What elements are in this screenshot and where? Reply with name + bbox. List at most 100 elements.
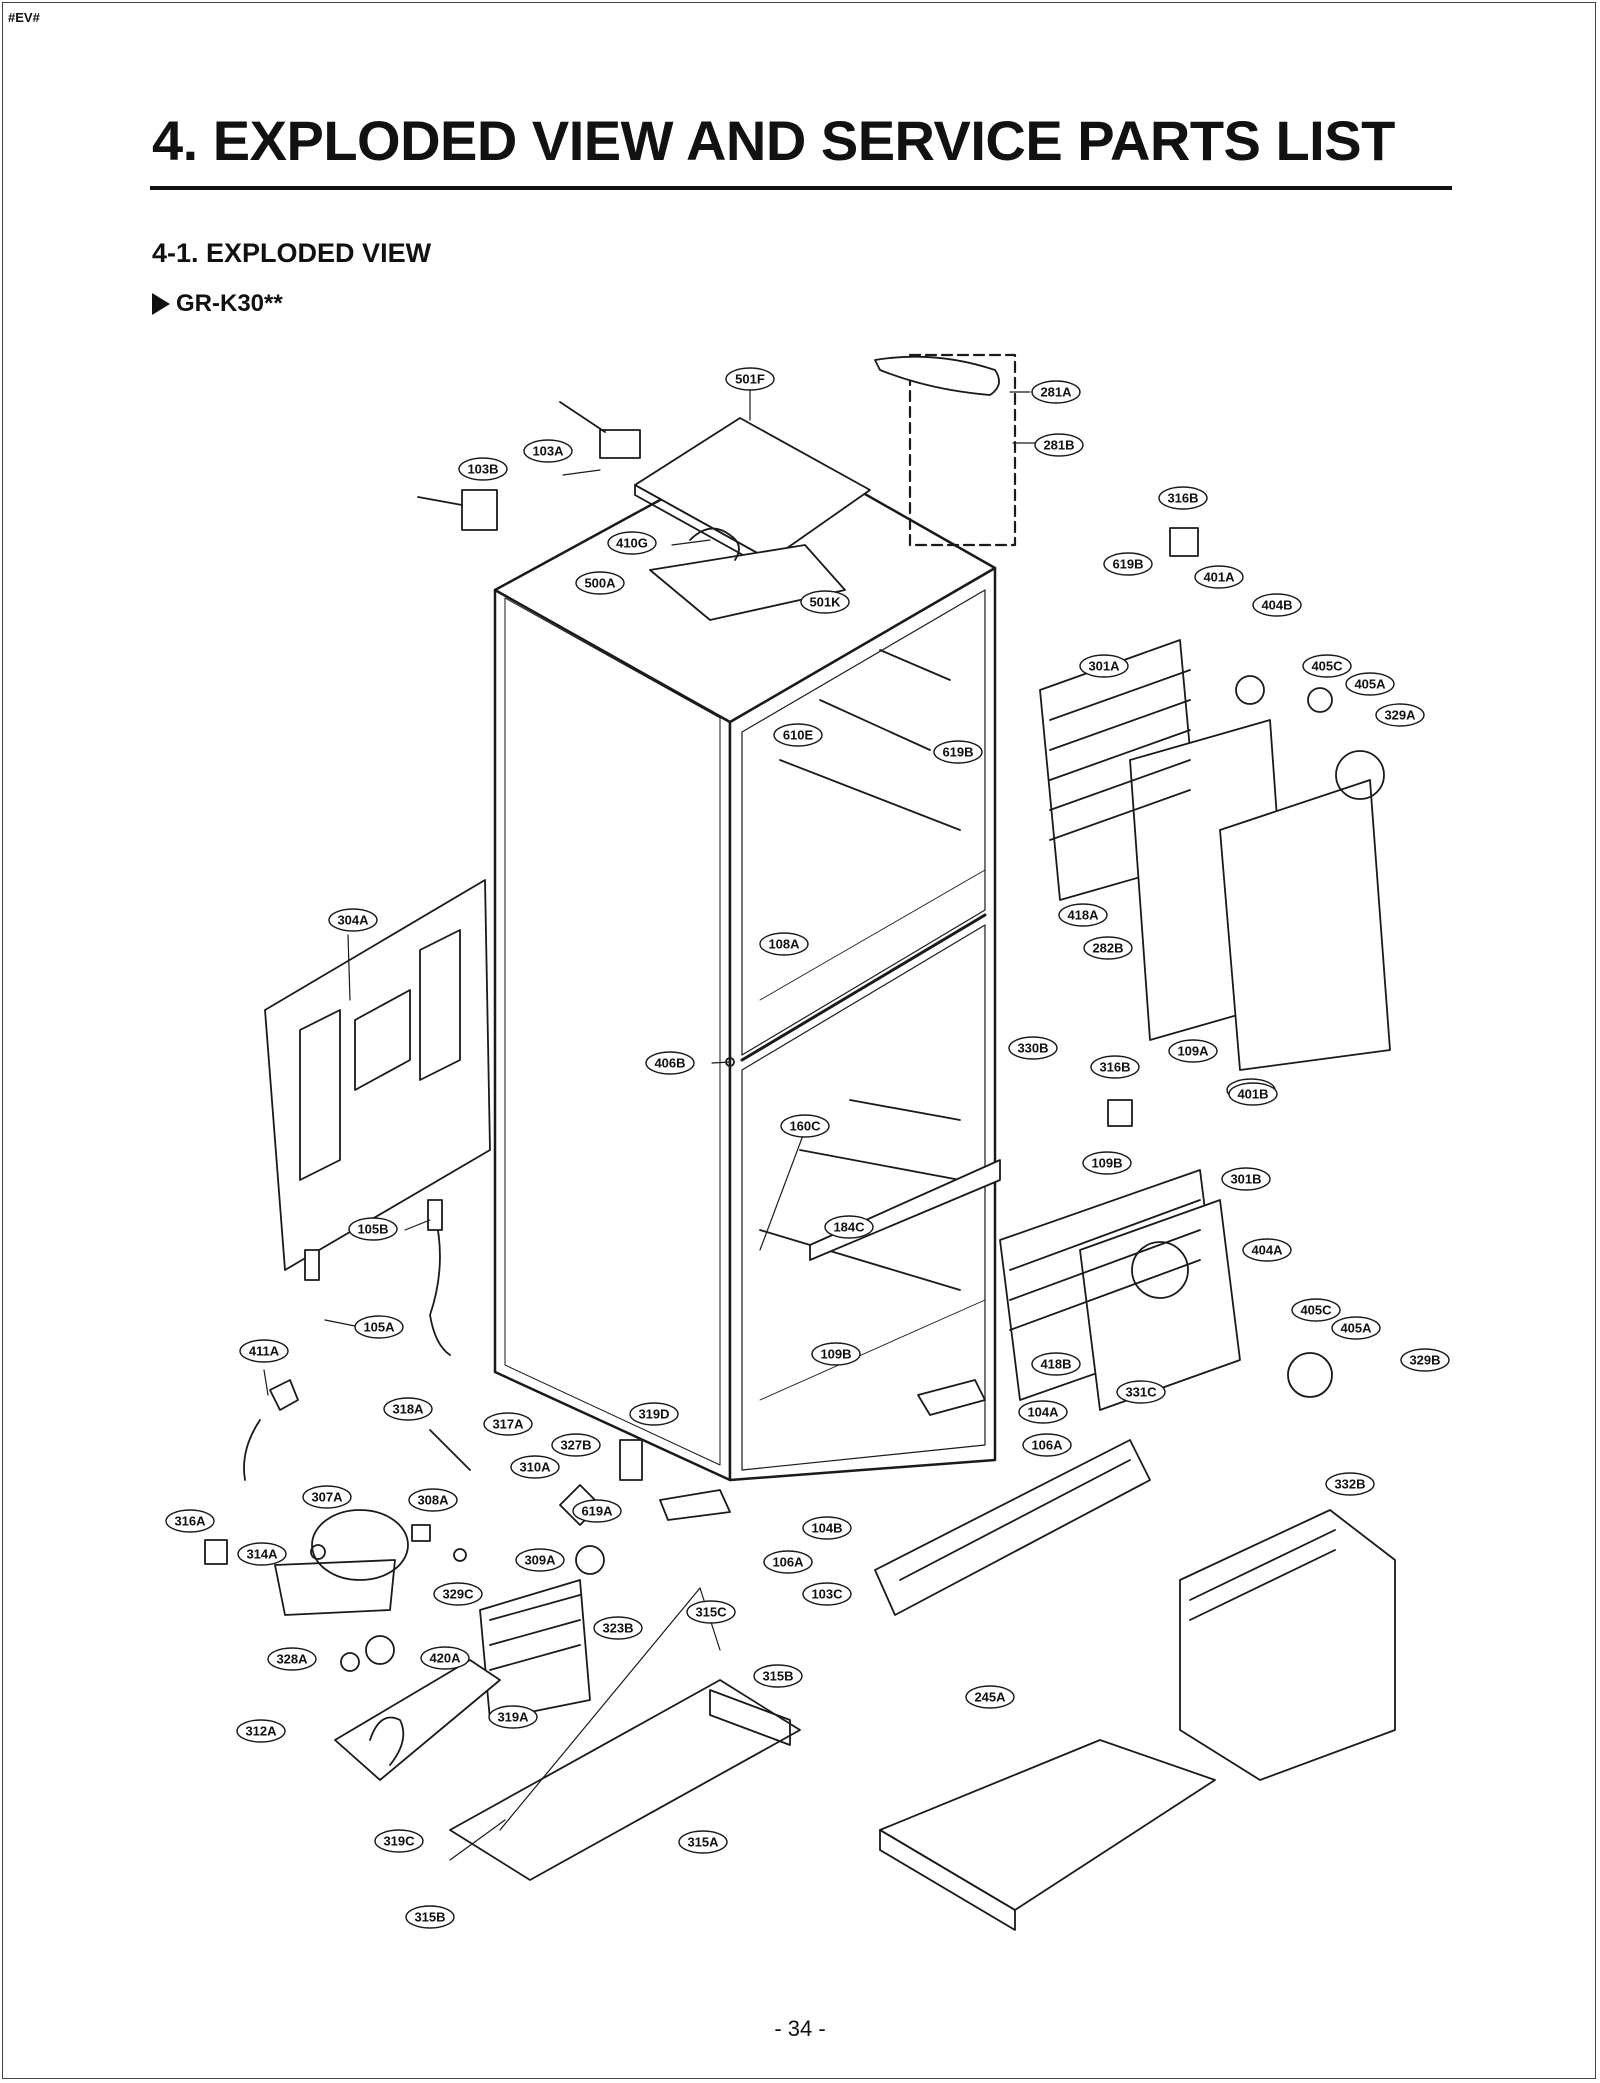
part-number-label: 104A <box>1027 1405 1059 1420</box>
part-callout: 301A <box>1079 654 1129 678</box>
part-number-label: 319A <box>497 1710 529 1725</box>
model-heading: GR-K30** <box>152 290 283 318</box>
part-callout: 316B <box>1158 486 1208 510</box>
part-number-label: 500A <box>584 576 616 591</box>
part-callout: 500A <box>575 571 625 595</box>
rear-cover <box>264 879 491 1271</box>
part-number-label: 331C <box>1125 1385 1157 1400</box>
part-number-label: 501F <box>735 372 765 387</box>
part-number-label: 103B <box>467 462 498 477</box>
part-number-label: 103C <box>811 1587 843 1602</box>
part-callout: 315A <box>678 1830 728 1854</box>
part-callout: 319A <box>488 1705 538 1729</box>
part-callout: 405C <box>1302 654 1352 678</box>
lower-evaporator <box>999 1169 1333 1411</box>
part-callout: 328A <box>267 1647 317 1671</box>
page-number: - 34 - <box>774 2016 826 2041</box>
part-number-label: 307A <box>311 1490 343 1505</box>
part-callout: 329C <box>433 1582 483 1606</box>
part-number-label: 401B <box>1237 1087 1268 1102</box>
part-number-label: 309A <box>524 1553 556 1568</box>
part-number-label: 282B <box>1092 941 1123 956</box>
part-number-label: 304A <box>337 913 369 928</box>
part-callout: 319D <box>629 1402 679 1426</box>
part-callout: 323B <box>593 1616 643 1640</box>
part-callout: 315B <box>753 1664 803 1688</box>
refrigerator-cabinet <box>493 438 997 1482</box>
part-number-label: 619A <box>581 1504 613 1519</box>
part-callout: 418A <box>1058 903 1108 927</box>
part-number-label: 245A <box>974 1690 1006 1705</box>
part-callout: 108A <box>759 932 809 956</box>
part-label-group: 501F281A103A103B281B316B410G619B401A500A… <box>165 367 1450 1929</box>
part-callout: 619A <box>572 1499 622 1523</box>
part-callout: 281B <box>1034 433 1084 457</box>
part-callout: 501K <box>800 590 850 614</box>
part-callout: 619B <box>1103 552 1153 576</box>
evaporator-assembly <box>874 353 1391 1127</box>
part-number-label: 405C <box>1300 1303 1332 1318</box>
part-number-label: 312A <box>245 1724 277 1739</box>
part-callout: 109A <box>1168 1039 1218 1063</box>
part-number-label: 316B <box>1167 491 1198 506</box>
part-number-label: 104B <box>811 1521 842 1536</box>
part-number-label: 401A <box>1203 570 1235 585</box>
part-number-label: 329C <box>442 1587 474 1602</box>
part-callout: 312A <box>236 1719 286 1743</box>
part-number-label: 160C <box>789 1119 821 1134</box>
part-callout: 160C <box>780 1114 830 1138</box>
part-number-label: 319D <box>638 1407 669 1422</box>
part-number-label: 405A <box>1340 1321 1372 1336</box>
part-callout: 318A <box>383 1397 433 1421</box>
part-number-label: 315A <box>687 1835 719 1850</box>
part-callout: 501F <box>725 367 775 391</box>
part-callout: 332B <box>1325 1472 1375 1496</box>
part-number-label: 315B <box>762 1669 793 1684</box>
part-number-label: 329A <box>1384 708 1416 723</box>
part-number-label: 109B <box>1091 1156 1122 1171</box>
triangle-bullet-icon <box>152 293 170 315</box>
part-callout: 331C <box>1116 1380 1166 1404</box>
part-number-label: 105A <box>363 1320 395 1335</box>
part-callout: 418B <box>1031 1352 1081 1376</box>
part-callout: 304A <box>328 908 378 932</box>
part-number-label: 319C <box>383 1834 415 1849</box>
part-callout: 301B <box>1221 1167 1271 1191</box>
part-callout: 610E <box>773 723 823 747</box>
part-callout: 406B <box>645 1051 695 1075</box>
title-rule <box>150 186 1452 190</box>
part-callout: 319C <box>374 1829 424 1853</box>
part-number-label: 108A <box>768 937 800 952</box>
part-number-label: 610E <box>783 728 814 743</box>
part-number-label: 105B <box>357 1222 388 1237</box>
part-number-label: 411A <box>249 1344 280 1359</box>
part-number-label: 329B <box>1409 1353 1440 1368</box>
part-callout: 315C <box>686 1600 736 1624</box>
part-callout: 184C <box>824 1215 874 1239</box>
part-number-label: 106A <box>1031 1438 1063 1453</box>
part-number-label: 109A <box>1177 1044 1209 1059</box>
part-number-label: 406B <box>654 1056 685 1071</box>
part-callout: 401A <box>1194 565 1244 589</box>
part-callout: 109B <box>811 1342 861 1366</box>
part-number-label: 418A <box>1067 908 1099 923</box>
part-number-label: 619B <box>942 745 973 760</box>
section-title: 4-1. EXPLODED VIEW <box>152 238 432 268</box>
part-callout: 307A <box>302 1485 352 1509</box>
part-number-label: 318A <box>392 1402 424 1417</box>
part-callout: 619B <box>933 740 983 764</box>
part-number-label: 332B <box>1334 1477 1365 1492</box>
part-number-label: 315C <box>695 1605 727 1620</box>
part-callout: 308A <box>408 1488 458 1512</box>
part-callout: 405A <box>1345 672 1395 696</box>
part-number-label: 301A <box>1088 659 1120 674</box>
top-cover <box>417 401 871 621</box>
part-callout: 405C <box>1291 1298 1341 1322</box>
part-number-label: 501K <box>809 595 841 610</box>
part-number-label: 301B <box>1230 1172 1261 1187</box>
part-number-label: 327B <box>560 1438 591 1453</box>
part-callout: 327B <box>551 1433 601 1457</box>
part-callout: 104A <box>1018 1400 1068 1424</box>
part-callout: 316A <box>165 1509 215 1533</box>
